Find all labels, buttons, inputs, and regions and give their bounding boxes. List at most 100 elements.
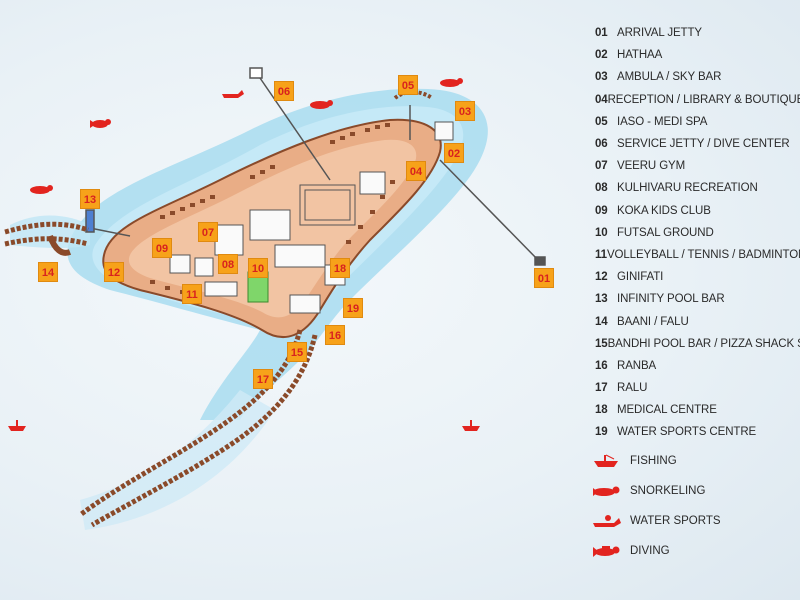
marker-hathaa[interactable]: 02 bbox=[444, 143, 464, 163]
legend-label: IASO - MEDI SPA bbox=[617, 115, 708, 128]
jet-ski-icon bbox=[222, 90, 244, 98]
activity-diving: DIVING bbox=[592, 536, 792, 566]
marker-infinity-pool-bar[interactable]: 13 bbox=[80, 189, 100, 209]
legend-number: 15 bbox=[595, 337, 608, 350]
legend-number: 14 bbox=[595, 315, 608, 328]
legend-label: AMBULA / SKY BAR bbox=[617, 71, 722, 84]
legend-label: SERVICE JETTY / DIVE CENTER bbox=[617, 138, 790, 151]
activity-label: WATER SPORTS bbox=[630, 515, 721, 527]
legend-label: INFINITY POOL BAR bbox=[617, 293, 725, 306]
legend-label: WATER SPORTS CENTRE bbox=[617, 426, 757, 439]
marker-baani-falu[interactable]: 14 bbox=[38, 262, 58, 282]
snorkeler-icon bbox=[440, 78, 463, 87]
legend-label: VOLLEYBALL / TENNIS / BADMINTON COURT bbox=[606, 248, 800, 261]
marker-veeru-gym[interactable]: 07 bbox=[198, 222, 218, 242]
marker-ranba[interactable]: 16 bbox=[325, 325, 345, 345]
legend-item: 02 HATHAA bbox=[595, 44, 800, 66]
legend-number: 03 bbox=[595, 71, 608, 84]
legend-label: FUTSAL GROUND bbox=[617, 226, 714, 239]
legend-item: 17 RALU bbox=[595, 377, 800, 399]
legend-number: 16 bbox=[595, 359, 608, 372]
legend-number: 01 bbox=[595, 27, 608, 40]
legend-item: 10 FUTSAL GROUND bbox=[595, 222, 800, 244]
legend-number: 18 bbox=[595, 404, 608, 417]
legend-item: 19 WATER SPORTS CENTRE bbox=[595, 421, 800, 443]
legend-number: 17 bbox=[595, 382, 608, 395]
activity-water-sports: WATER SPORTS bbox=[592, 506, 792, 536]
legend-item: 13 INFINITY POOL BAR bbox=[595, 288, 800, 310]
activity-label: SNORKELING bbox=[630, 485, 706, 497]
legend-number: 11 bbox=[595, 248, 607, 261]
legend-item: 18 MEDICAL CENTRE bbox=[595, 399, 800, 421]
legend-item: 03 AMBULA / SKY BAR bbox=[595, 66, 800, 88]
legend-label: RECEPTION / LIBRARY & BOUTIQUE bbox=[607, 93, 800, 106]
legend-item: 06 SERVICE JETTY / DIVE CENTER bbox=[595, 133, 800, 155]
legend-item: 05 IASO - MEDI SPA bbox=[595, 111, 800, 133]
activity-label: DIVING bbox=[630, 545, 670, 557]
legend-label: RALU bbox=[617, 382, 648, 395]
marker-futsal-ground[interactable]: 10 bbox=[248, 258, 268, 278]
legend-number: 13 bbox=[595, 293, 608, 306]
legend-label: KULHIVARU RECREATION bbox=[617, 182, 758, 195]
legend-label: RANBA bbox=[617, 359, 657, 372]
fishing-boat-icon bbox=[594, 454, 618, 467]
legend-number: 07 bbox=[595, 160, 608, 173]
snorkeler-icon bbox=[310, 100, 333, 109]
marker-medical-centre[interactable]: 18 bbox=[330, 258, 350, 278]
snorkeler-icon bbox=[593, 486, 620, 496]
legend-number: 12 bbox=[595, 271, 608, 284]
activities-legend: FISHING SNORKELING WATER SPORTS DIVING bbox=[592, 446, 792, 566]
marker-iaso-medi-spa[interactable]: 05 bbox=[398, 75, 418, 95]
legend-number: 08 bbox=[595, 182, 608, 195]
diver-icon bbox=[90, 119, 111, 128]
activity-snorkeling: SNORKELING bbox=[592, 476, 792, 506]
activity-label: FISHING bbox=[630, 455, 677, 467]
legend: 01 ARRIVAL JETTY 02 HATHAA 03 AMBULA / SKY … bbox=[595, 22, 800, 444]
diver-icon bbox=[593, 546, 620, 557]
legend-label: GINIFATI bbox=[617, 271, 664, 284]
legend-item: 08 KULHIVARU RECREATION bbox=[595, 177, 800, 199]
legend-number: 10 bbox=[595, 226, 608, 239]
legend-label: VEERU GYM bbox=[617, 160, 686, 173]
legend-label: ARRIVAL JETTY bbox=[617, 27, 702, 40]
marker-kulhivaru-recreation[interactable]: 08 bbox=[218, 254, 238, 274]
jetties bbox=[85, 67, 546, 266]
legend-number: 05 bbox=[595, 115, 608, 128]
marker-ginifati[interactable]: 12 bbox=[104, 262, 124, 282]
legend-number: 04 bbox=[595, 93, 608, 106]
marker-bandhi-pool-bar[interactable]: 15 bbox=[287, 342, 307, 362]
island bbox=[102, 118, 454, 339]
legend-number: 02 bbox=[595, 49, 608, 62]
legend-number: 06 bbox=[595, 138, 608, 151]
marker-service-jetty[interactable]: 06 bbox=[274, 81, 294, 101]
fishing-boat-icon bbox=[8, 420, 26, 431]
marker-ambula-sky-bar[interactable]: 03 bbox=[455, 101, 475, 121]
legend-label: HATHAA bbox=[617, 49, 663, 62]
legend-item: 12 GINIFATI bbox=[595, 266, 800, 288]
legend-number: 19 bbox=[595, 426, 608, 439]
fishing-boat-icon bbox=[462, 420, 480, 431]
marker-volleyball-tennis[interactable]: 11 bbox=[182, 284, 202, 304]
marker-water-sports-centre[interactable]: 19 bbox=[343, 298, 363, 318]
marker-arrival-jetty[interactable]: 01 bbox=[534, 268, 554, 288]
legend-label: MEDICAL CENTRE bbox=[617, 404, 717, 417]
jet-ski-icon bbox=[593, 515, 621, 527]
legend-item: 09 KOKA KIDS CLUB bbox=[595, 200, 800, 222]
legend-item: 01 ARRIVAL JETTY bbox=[595, 22, 800, 44]
marker-reception[interactable]: 04 bbox=[406, 161, 426, 181]
legend-number: 09 bbox=[595, 204, 608, 217]
legend-label: BANDHI POOL BAR / PIZZA SHACK SACK bbox=[607, 337, 800, 350]
activity-fishing: FISHING bbox=[592, 446, 792, 476]
marker-ralu[interactable]: 17 bbox=[253, 369, 273, 389]
legend-item: 16 RANBA bbox=[595, 355, 800, 377]
resort-map bbox=[4, 67, 546, 530]
water-villas bbox=[4, 90, 434, 528]
map-activity-icons bbox=[8, 78, 480, 431]
marker-koka-kids-club[interactable]: 09 bbox=[152, 238, 172, 258]
snorkeler-icon bbox=[30, 185, 53, 194]
legend-label: KOKA KIDS CLUB bbox=[617, 204, 711, 217]
